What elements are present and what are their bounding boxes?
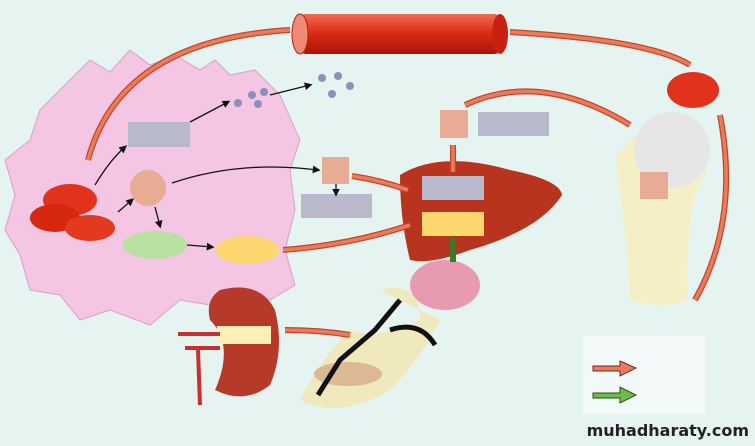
blood-vessels-kidney <box>178 332 220 406</box>
legend-arrow-orange <box>592 360 638 377</box>
small-box <box>640 172 668 199</box>
legend-arrow-green <box>592 386 638 404</box>
legend-box <box>583 336 705 414</box>
label-box <box>128 122 190 147</box>
watermark: muhadharaty.com <box>586 421 749 440</box>
red-blood-cells <box>30 184 115 241</box>
iron-particles <box>234 72 354 108</box>
small-box <box>440 110 468 138</box>
red-blood-cell <box>667 72 719 108</box>
femoral-head <box>634 112 710 188</box>
black-thick-arrows <box>315 298 438 397</box>
black-arrows <box>94 82 340 251</box>
label-box <box>301 194 372 218</box>
yellow-box <box>217 326 271 344</box>
label-box <box>422 176 484 200</box>
blood-vessel <box>291 13 508 55</box>
yellow-box <box>422 212 484 236</box>
brown-ellipse <box>314 362 382 386</box>
yellow-ellipse <box>215 236 279 264</box>
heme-circle <box>130 170 166 206</box>
label-box <box>478 112 549 136</box>
duodenum <box>410 260 480 310</box>
orange-arrows <box>86 28 728 337</box>
small-box <box>322 157 349 184</box>
green-ellipse <box>123 231 187 259</box>
